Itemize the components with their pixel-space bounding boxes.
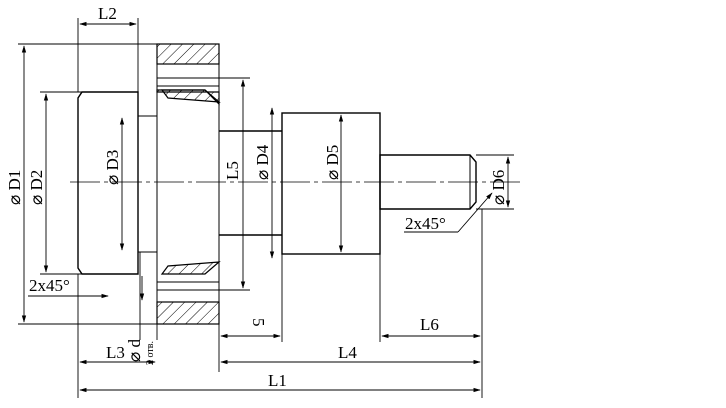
dim-l3: L3 — [77, 274, 156, 398]
shaft-d4 — [219, 130, 282, 236]
label-d3: ⌀ D3 — [103, 150, 122, 185]
label-holes: 2 отв. — [145, 341, 156, 365]
label-d5: ⌀ D5 — [323, 145, 342, 180]
label-five: 5 — [249, 318, 268, 327]
label-chamfer-right: 2x45° — [405, 214, 446, 233]
dim-d2: ⌀ D2 — [27, 91, 82, 275]
label-l3: L3 — [106, 343, 125, 362]
label-d2: ⌀ D2 — [27, 170, 46, 205]
dim-l6: L6 — [379, 209, 483, 398]
label-d1: ⌀ D1 — [5, 170, 24, 205]
dim-d3: ⌀ D3 — [103, 117, 125, 251]
dim-l2: L2 — [77, 4, 139, 92]
shaft-d6 — [379, 154, 477, 210]
dim-d4: ⌀ D4 — [253, 107, 275, 259]
label-d6: ⌀ D6 — [489, 170, 508, 205]
dim-l1: L1 — [79, 371, 481, 393]
dim-d1: ⌀ D1 — [5, 43, 157, 325]
dim-l4: L4 — [220, 343, 481, 365]
chamfer-left: 2x45° — [28, 276, 109, 299]
label-l1: L1 — [268, 371, 287, 390]
chamfer-right: 2x45° — [404, 192, 493, 233]
label-l2: L2 — [98, 4, 117, 23]
label-d4: ⌀ D4 — [253, 144, 272, 180]
dim-five: 5 — [218, 254, 283, 372]
dim-l5: L5 — [219, 77, 250, 291]
dim-d5: ⌀ D5 — [323, 114, 344, 253]
label-l4: L4 — [338, 343, 357, 362]
label-chamfer-left: 2x45° — [29, 276, 70, 295]
label-l5: L5 — [223, 161, 242, 180]
label-d: ⌀ d — [125, 339, 144, 362]
middle-flange — [156, 43, 221, 325]
collar-d5 — [281, 112, 381, 255]
dim-d6: ⌀ D6 — [476, 154, 514, 210]
label-l6: L6 — [420, 315, 439, 334]
dim-hole-d: ⌀ d 2 отв. — [125, 252, 158, 365]
